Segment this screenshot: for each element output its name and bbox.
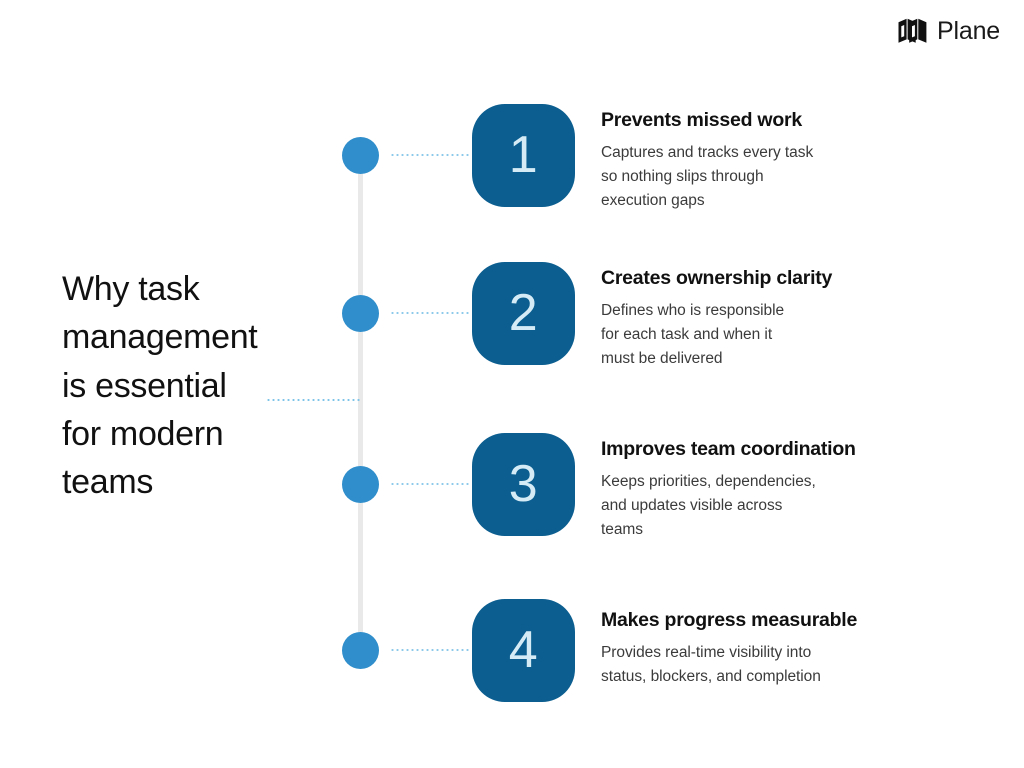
- dotted-connector-1: [390, 154, 470, 156]
- title-dotted-connector: [266, 399, 362, 401]
- step-title-2: Creates ownership clarity: [601, 267, 833, 289]
- step-number-1: 1: [508, 125, 539, 184]
- timeline-marker-dot-2: [342, 295, 379, 332]
- step-copy-3: Improves team coordination Keeps priorit…: [601, 438, 1001, 542]
- step-badge-1: 1: [472, 104, 575, 207]
- step-body-2-line-3: must be delivered: [601, 349, 723, 367]
- step-title-4: Makes progress measurable: [601, 609, 858, 631]
- step-body-4-line-1: Provides real-time visibility into: [601, 644, 812, 662]
- timeline-marker-dot-3: [342, 466, 379, 503]
- step-copy-1: Prevents missed work Captures and tracks…: [601, 109, 1001, 213]
- step-body-2-line-2: for each task and when it: [601, 326, 773, 344]
- page-title-line-5: teams: [62, 463, 154, 502]
- step-body-4-line-2: status, blockers, and completion: [601, 668, 821, 686]
- dotted-connector-2: [390, 312, 470, 314]
- step-body-4: Provides real-time visibility into statu…: [601, 641, 1001, 688]
- step-body-3-line-3: teams: [601, 520, 643, 538]
- step-body-3-line-2: and updates visible across: [601, 497, 783, 515]
- brand-logo: Plane: [898, 18, 1000, 44]
- step-body-1-line-2: so nothing slips through: [601, 168, 764, 186]
- brand-name: Plane: [937, 16, 1000, 45]
- step-badge-4: 4: [472, 599, 575, 702]
- step-badge-2: 2: [472, 262, 575, 365]
- page-title: Why task management is essential for mod…: [62, 265, 342, 506]
- step-copy-4: Makes progress measurable Provides real-…: [601, 609, 1001, 689]
- step-body-1-line-3: execution gaps: [601, 191, 705, 209]
- page-title-line-3: is essential: [62, 366, 227, 405]
- dotted-connector-3: [390, 483, 470, 485]
- step-copy-2: Creates ownership clarity Defines who is…: [601, 267, 1001, 371]
- step-title-1: Prevents missed work: [601, 109, 802, 131]
- step-body-1-line-1: Captures and tracks every task: [601, 144, 814, 162]
- step-body-3-line-1: Keeps priorities, dependencies,: [601, 473, 816, 491]
- step-number-2: 2: [508, 283, 539, 342]
- dotted-connector-4: [390, 649, 470, 651]
- step-body-2: Defines who is responsible for each task…: [601, 299, 1001, 370]
- page-title-line-1: Why task: [62, 270, 200, 308]
- step-number-3: 3: [508, 454, 539, 513]
- timeline-marker-dot-4: [342, 632, 379, 669]
- step-body-3: Keeps priorities, dependencies, and upda…: [601, 470, 1001, 541]
- timeline-marker-dot-1: [342, 137, 379, 174]
- timeline-spine: [358, 155, 363, 651]
- plane-parallelogram-logo-icon: [898, 18, 927, 43]
- step-body-1: Captures and tracks every task so nothin…: [601, 141, 1001, 212]
- step-number-4: 4: [508, 620, 539, 679]
- page-title-line-2: management: [62, 318, 258, 357]
- step-title-3: Improves team coordination: [601, 438, 856, 460]
- step-badge-3: 3: [472, 433, 575, 536]
- step-body-2-line-1: Defines who is responsible: [601, 302, 785, 320]
- page-title-line-4: for modern: [62, 414, 224, 453]
